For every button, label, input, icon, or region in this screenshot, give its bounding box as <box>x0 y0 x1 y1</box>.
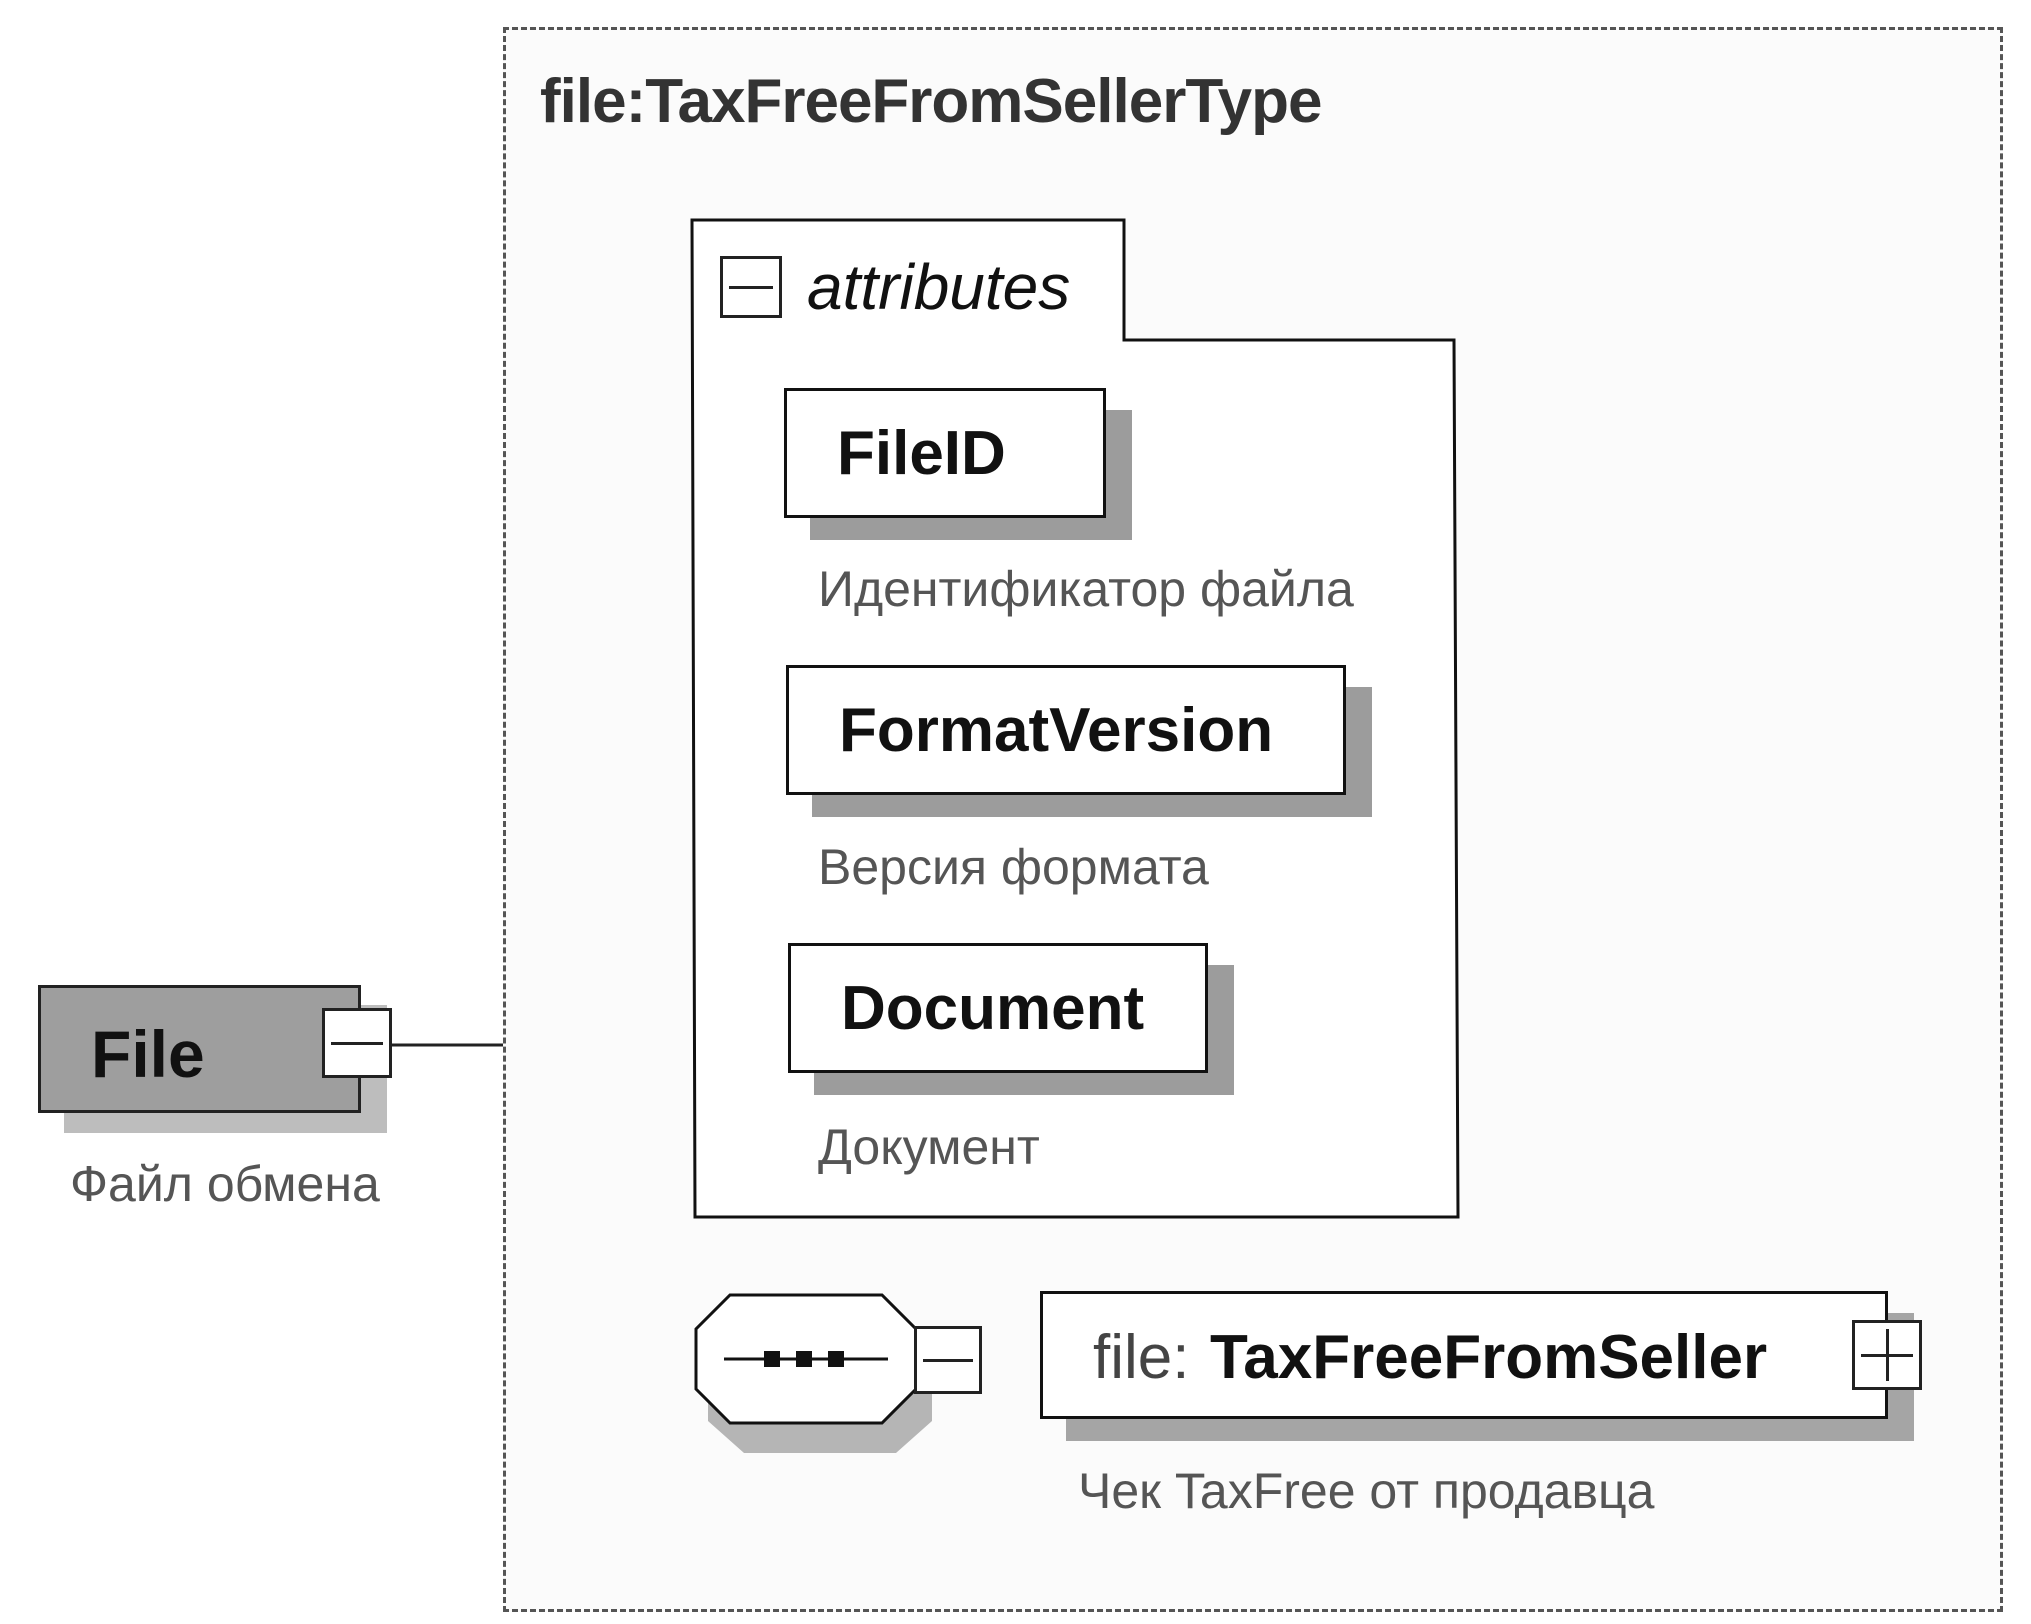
expand-plus-icon[interactable] <box>1852 1320 1922 1390</box>
attribute-fileid-description: Идентификатор файла <box>818 561 1354 617</box>
child-element-description: Чек TaxFree от продавца <box>1078 1463 1655 1519</box>
collapse-minus-icon[interactable] <box>914 1326 982 1394</box>
root-element-file-description: Файл обмена <box>70 1156 380 1212</box>
collapse-minus-icon[interactable] <box>322 1008 392 1078</box>
attributes-label: attributes <box>807 251 1071 323</box>
attribute-document[interactable]: Document <box>788 943 1208 1073</box>
root-element-file-name: File <box>91 1017 205 1091</box>
child-element-taxfreefromseller[interactable]: file: TaxFreeFromSeller <box>1040 1291 1888 1419</box>
attribute-fileid-name: FileID <box>837 418 1006 488</box>
sequence-compositor-shape <box>694 1293 932 1453</box>
attribute-document-description: Документ <box>818 1119 1040 1175</box>
attribute-document-name: Document <box>841 973 1145 1043</box>
child-element-prefix: file: <box>1093 1323 1190 1392</box>
child-element-name: TaxFreeFromSeller <box>1210 1323 1768 1392</box>
attribute-formatversion-name: FormatVersion <box>839 695 1274 765</box>
sequence-compositor-icon[interactable] <box>692 1293 932 1453</box>
attribute-fileid[interactable]: FileID <box>784 388 1106 518</box>
root-element-file[interactable]: File <box>38 985 361 1113</box>
attribute-formatversion-description: Версия формата <box>818 839 1209 895</box>
attribute-formatversion[interactable]: FormatVersion <box>786 665 1346 795</box>
collapse-minus-icon[interactable] <box>720 256 782 318</box>
complex-type-title: file:TaxFreeFromSellerType <box>540 67 1322 136</box>
